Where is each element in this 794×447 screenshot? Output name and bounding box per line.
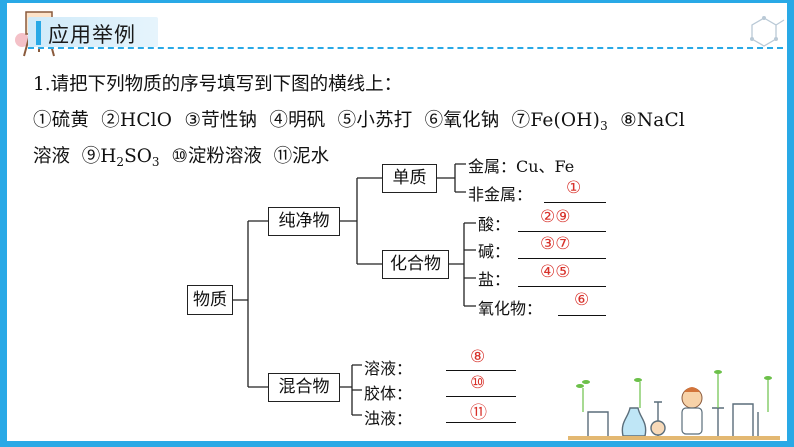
title-bar xyxy=(28,17,158,47)
answer-colloid: ⑩ xyxy=(470,373,486,393)
question-line-2: ①硫黄 ②HClO ③苛性钠 ④明矾 ⑤小苏打 ⑥氧化钠 ⑦Fe(OH)3 ⑧N… xyxy=(33,110,685,133)
answer-suspension: ⑪ xyxy=(470,403,487,423)
label-oxide: 氧化物： xyxy=(478,299,543,318)
answer-acid: ②⑨ xyxy=(540,207,571,227)
question-line-3: 溶液 ⑨H2SO3 ⑩淀粉溶液 ⑪泥水 xyxy=(33,146,330,169)
answer-line-nonmetal xyxy=(544,202,606,203)
node-element: 单质 xyxy=(382,164,437,193)
molecule-icon xyxy=(750,16,785,47)
node-mixture: 混合物 xyxy=(268,373,340,402)
answer-oxide: ⑥ xyxy=(574,290,590,310)
answer-salt: ④⑤ xyxy=(540,262,571,282)
question-line-1: 1.请把下列物质的序号填写到下图的横线上： xyxy=(33,74,403,95)
node-compound: 化合物 xyxy=(382,250,449,279)
node-pure-substance: 纯净物 xyxy=(268,207,340,236)
answer-line-acid xyxy=(518,231,606,232)
label-suspension: 浊液： xyxy=(364,409,413,428)
label-acid: 酸： xyxy=(478,215,511,234)
label-nonmetal: 非金属： xyxy=(468,185,533,204)
node-substance: 物质 xyxy=(187,285,233,315)
page-title: 应用举例 xyxy=(48,23,136,47)
title-divider xyxy=(28,47,783,50)
label-colloid: 胶体： xyxy=(364,384,413,403)
label-metal: 金属：Cu、Fe xyxy=(468,157,575,176)
answer-base: ③⑦ xyxy=(540,234,571,254)
answer-line-salt xyxy=(518,286,606,287)
answer-solution: ⑧ xyxy=(470,347,486,367)
label-solution: 溶液： xyxy=(364,359,413,378)
answer-line-oxide xyxy=(558,315,606,316)
answer-line-suspension xyxy=(446,422,516,423)
answer-line-base xyxy=(518,258,606,259)
title-accent xyxy=(36,21,41,45)
lab-scene-illustration xyxy=(568,370,780,440)
answer-nonmetal: ① xyxy=(566,178,582,198)
answer-line-solution xyxy=(446,370,516,371)
label-base: 碱： xyxy=(478,242,511,261)
answer-line-colloid xyxy=(446,396,516,397)
label-salt: 盐： xyxy=(478,270,511,289)
